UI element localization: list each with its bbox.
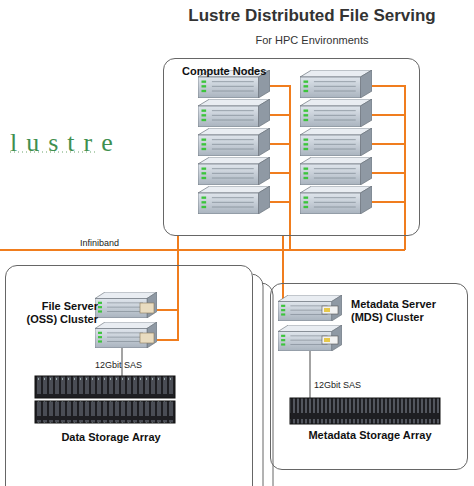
logo-text: lustre [10, 128, 122, 158]
node-heading: Metadata Server (MDS) Cluster [351, 298, 463, 324]
compute-group: Compute Nodes [163, 58, 420, 236]
node-heading: File Server (OSS) Cluster [14, 300, 98, 326]
node-heading: Compute Nodes [182, 65, 302, 78]
cluster-box: Metadata Server (MDS) ClusterMetadata St… [270, 283, 468, 470]
node-label: Metadata Storage Array [281, 429, 459, 442]
diagram-title: Lustre Distributed File Serving [150, 6, 474, 26]
node-label: Data Storage Array [26, 431, 196, 444]
link-label: 12Gbit SAS [95, 360, 142, 370]
diagram-subtitle: For HPC Environments [150, 34, 474, 46]
link-label: 12Gbit SAS [314, 380, 361, 390]
infiniband-link [177, 236, 179, 265]
infiniband-link [282, 236, 284, 283]
network-label: Infiniband [80, 238, 119, 248]
cluster-box: File Server (OSS) ClusterData Storage Ar… [5, 265, 253, 486]
